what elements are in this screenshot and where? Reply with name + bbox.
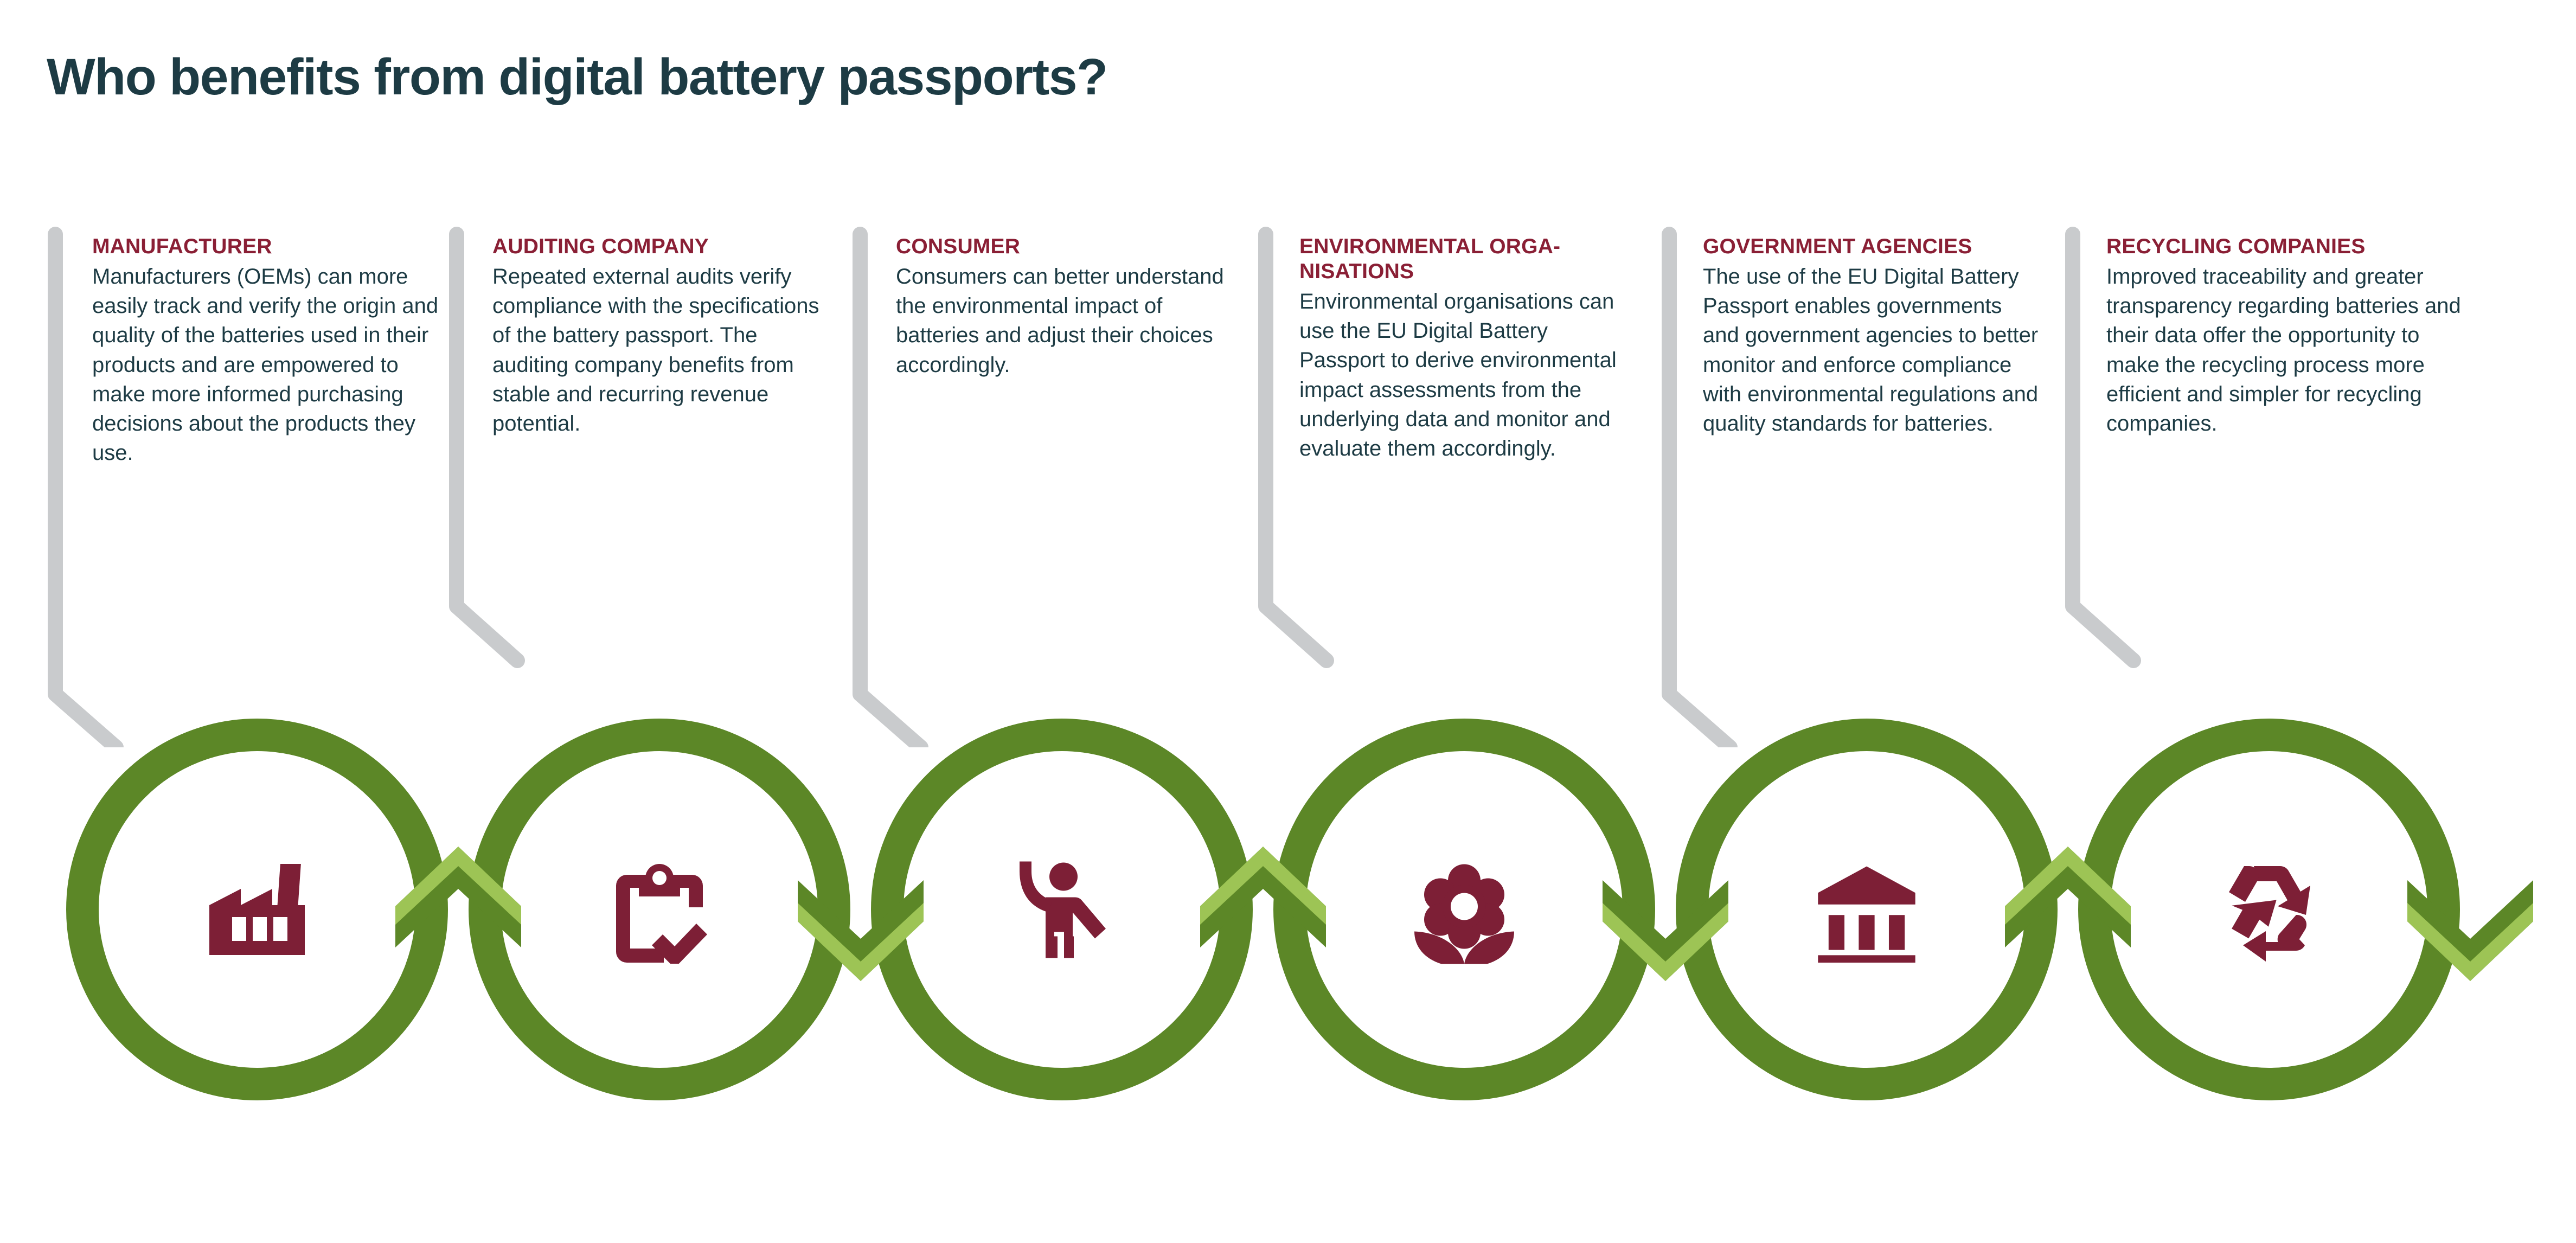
column-recycling-companies: RECYCLING COMPANIES Improved traceabilit… — [2106, 234, 2464, 438]
clipboard-check-icon — [616, 864, 707, 964]
column-manufacturer: MANUFACTURER Manufacturers (OEMs) can mo… — [92, 234, 439, 467]
process-ring-strip — [0, 694, 2576, 1128]
column-heading: CONSUMER — [896, 235, 1021, 258]
column-consumer: CONSUMER Consumers can better understand… — [896, 234, 1232, 380]
column-body: Environmental organisations can use the … — [1299, 290, 1617, 460]
ring-auditing-company — [469, 719, 850, 1100]
column-heading: ENVIRONMENTAL ORGA-NISATIONS — [1299, 235, 1561, 284]
column-government-agencies: GOVERNMENT AGENCIES The use of the EU Di… — [1703, 234, 2039, 438]
recycling-icon — [2221, 866, 2310, 962]
column-environmental-organisations: ENVIRONMENTAL ORGA-NISATIONS Environment… — [1299, 234, 1635, 463]
flower-icon — [1414, 864, 1514, 964]
column-body: The use of the EU Digital Battery Passpo… — [1703, 265, 2039, 435]
column-auditing-company: AUDITING COMPANY Repeated external audit… — [492, 234, 829, 438]
person-raised-hand-icon — [1020, 861, 1106, 958]
column-body: Consumers can better understand the envi… — [896, 265, 1224, 377]
column-body: Repeated external audits verify complian… — [492, 265, 819, 435]
column-heading: MANUFACTURER — [92, 235, 272, 258]
column-body: Manufacturers (OEMs) can more easily tra… — [92, 265, 439, 465]
column-heading: AUDITING COMPANY — [492, 235, 709, 258]
page-title: Who benefits from digital battery passpo… — [47, 48, 1108, 106]
column-body: Improved traceability and greater transp… — [2106, 265, 2461, 435]
column-heading: RECYCLING COMPANIES — [2106, 235, 2366, 258]
factory-icon — [209, 864, 305, 955]
government-building-icon — [1818, 866, 1915, 963]
ring-group — [66, 719, 2460, 1100]
column-heading: GOVERNMENT AGENCIES — [1703, 235, 1972, 258]
ring-government-agencies — [1676, 719, 2058, 1100]
